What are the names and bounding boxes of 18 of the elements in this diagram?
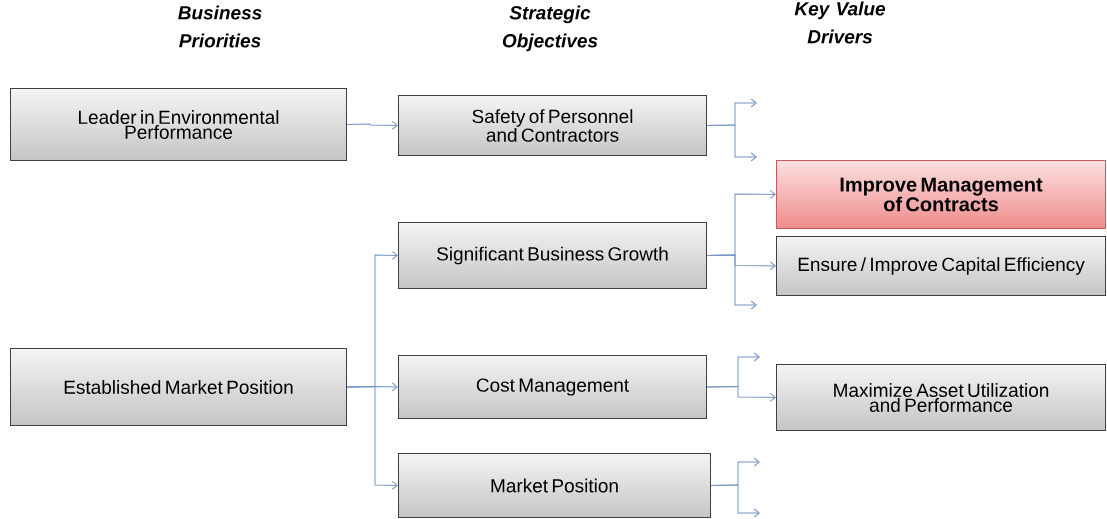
process-box: Safety of Personnel and Contractors [398, 95, 707, 156]
arrow [346, 386, 398, 490]
column-heading: Strategic Objectives [502, 5, 598, 52]
process-box: Market Position [398, 453, 711, 518]
arrow [346, 120, 398, 130]
process-box: Maximize Asset Utilization and Performance [776, 364, 1106, 431]
arrow [706, 386, 776, 402]
process-box: Improve Management of Contracts [776, 160, 1106, 229]
process-box: Established Market Position [10, 348, 347, 426]
arrow [706, 254, 757, 310]
process-box: Ensure / Improve Capital Efficiency [776, 236, 1106, 296]
process-box: Significant Business Growth [398, 222, 707, 289]
arrow [706, 124, 757, 162]
column-heading: Key Value Drivers [794, 1, 886, 44]
process-box: Leader in Environmental Performance [10, 88, 347, 161]
process-box: Cost Management [398, 355, 707, 419]
column-heading: Business Priorities [178, 5, 262, 48]
arrow [710, 484, 760, 518]
